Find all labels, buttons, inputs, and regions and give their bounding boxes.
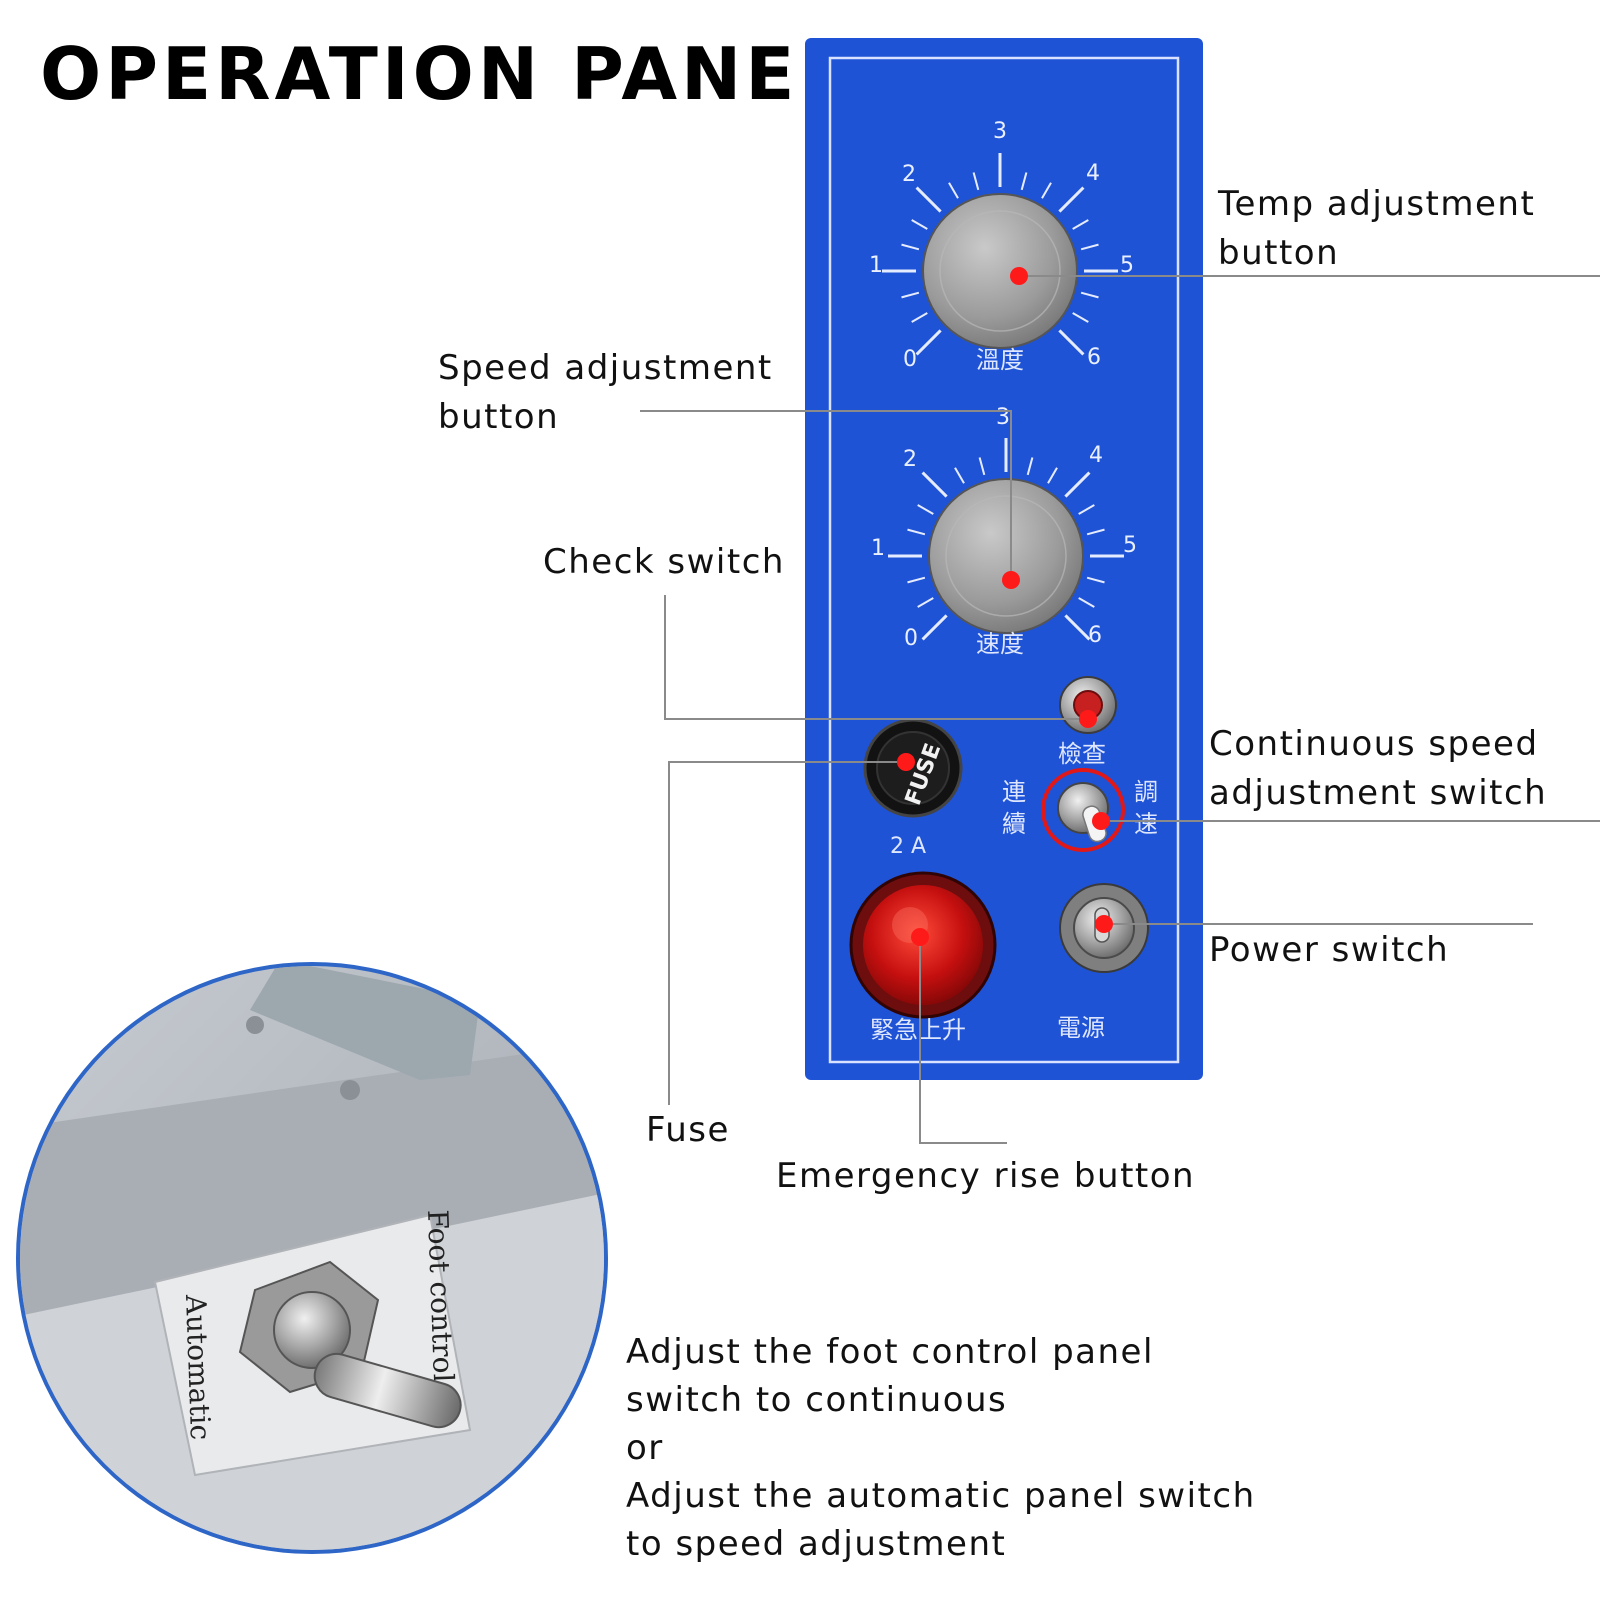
mode-right-label: 調速 [1134,778,1158,838]
temp-dial-label: 溫度 [976,346,1024,374]
speed-scale-3: 3 [996,405,1010,430]
marker-temp [1010,267,1028,285]
leader-speed [640,410,1012,580]
dial-tick [911,219,928,230]
switch-highlight-ring [1041,768,1125,852]
dial-tick [911,312,928,323]
dial-tick [1078,597,1095,608]
marker-emergency [911,928,929,946]
leader-fuse [668,761,906,1105]
callout-temp: Temp adjustment button [1218,184,1536,273]
temp-scale-1: 1 [869,253,883,278]
speed-scale-1: 1 [871,536,885,561]
fuse-rating: 2 A [890,834,926,859]
marker-dots [897,267,1113,946]
power-label: 電源 [1057,1014,1105,1042]
dial-tick [917,504,934,515]
dial-tick [907,576,926,584]
marker-check [1079,710,1097,728]
dial-tick [1078,504,1095,515]
mode-left-label: 連續 [1002,778,1026,838]
dial-tick [917,597,934,608]
marker-power [1095,915,1113,933]
dial-tick [1058,186,1085,213]
callout-speed: Speed adjustment button [438,348,773,437]
leader-lines [640,275,1600,1144]
dial-tick [1064,471,1091,498]
callout-power: Power switch [1209,930,1450,970]
label-automatic: Automatic [179,1293,217,1441]
dial-tick [915,329,942,356]
instruction-note: Adjust the foot control panel switch to … [626,1332,1256,1564]
dial-tick [1058,329,1085,356]
callout-fuse: Fuse [646,1110,730,1150]
dial-tick [907,528,926,536]
dial-tick [921,471,948,498]
speed-scale-6: 6 [1088,623,1102,648]
dial-tick [1086,576,1105,584]
leader-check [664,595,1088,720]
marker-continuous [1092,812,1110,830]
temp-scale-6: 6 [1087,345,1101,370]
dial-tick [1086,528,1105,536]
inset-closeup: Automatic Foot control [16,962,608,1554]
speed-scale-4: 4 [1089,443,1103,468]
panel-border [828,56,1180,1064]
dial-tick [921,614,948,641]
dial-tick [901,291,920,299]
toggle-lever[interactable] [310,1349,466,1433]
temp-dial: 0 1 2 3 4 5 6 溫度 [869,119,1134,374]
dial-tick [972,172,980,191]
page-title: OPERATION PANEL [40,32,849,116]
label-foot-control: Foot control [421,1209,460,1383]
dial-tick [954,467,965,484]
temp-scale-0: 0 [903,347,917,372]
speed-scale-2: 2 [903,447,917,472]
dial-tick [1026,457,1034,476]
callout-emergency: Emergency rise button [776,1156,1196,1196]
dial-tick [1041,182,1052,199]
speed-scale-5: 5 [1123,533,1137,558]
marker-fuse [897,753,915,771]
check-switch-label: 檢查 [1058,740,1106,768]
leader-emergency [919,937,1007,1144]
dial-tick [915,186,942,213]
dial-tick [1080,291,1099,299]
dial-tick [1072,219,1089,230]
temp-scale-2: 2 [902,162,916,187]
temp-dial-ticks [882,153,1118,356]
speed-dial: 0 1 2 3 4 5 6 速度 [871,405,1137,658]
marker-speed [1002,571,1020,589]
dial-tick [1080,243,1099,251]
speed-scale-0: 0 [904,626,918,651]
dial-tick [1020,172,1028,191]
dial-tick [1072,312,1089,323]
temp-scale-4: 4 [1086,161,1100,186]
dial-tick [901,243,920,251]
temp-knob[interactable] [922,193,1078,349]
emergency-label: 緊急上升 [870,1016,966,1044]
dial-tick [1047,467,1058,484]
dial-tick [1064,614,1091,641]
dial-tick [978,457,986,476]
speed-dial-ticks [888,438,1124,641]
callout-continuous: Continuous speed adjustment switch [1209,724,1548,813]
fuse-holder[interactable]: FUSE 2 A [863,718,963,859]
temp-scale-3: 3 [993,119,1007,144]
temp-scale-5: 5 [1120,253,1134,278]
callout-check: Check switch [543,542,785,582]
speed-knob[interactable] [928,478,1084,634]
dial-tick [948,182,959,199]
speed-dial-label: 速度 [976,630,1024,658]
